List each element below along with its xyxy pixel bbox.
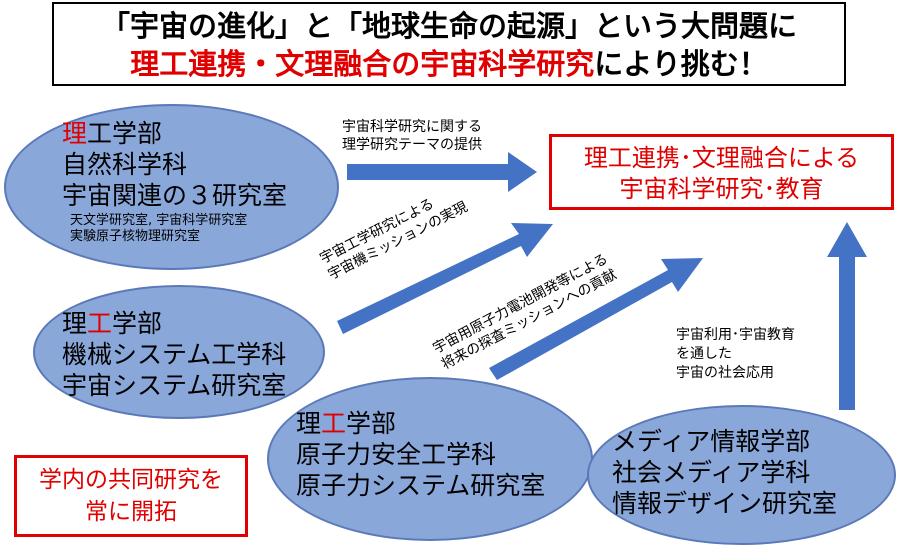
node-nuclear-dept-highlight: 工 [321,409,347,438]
label-media-arrow: 宇宙利用･宇宙教育 を通した 宇宙の社会応用 [676,326,795,383]
node-science-labs2: 実験原子核物理研究室 [70,229,201,244]
node-nuclear-dept3: 原子力システム研究室 [296,471,546,500]
label-media-line2: を通した [676,346,732,362]
node-media-dept2: 社会メディア学科 [612,458,811,487]
node-nuclear-text: 理工学部 原子力安全工学科 原子力システム研究室 [296,408,545,501]
node-science-text: 理工学部 自然科学科 宇宙関連の３研究室 天文学研究室, 宇宙科学研究室 実験原… [62,118,287,245]
goal-line1: 理工連携･文理融合による [583,144,860,172]
arrow-nuclear-to-goal [489,258,703,380]
node-science-labs1: 天文学研究室, 宇宙科学研究室 [70,213,248,228]
title-box: 「宇宙の進化」と「地球生命の起源」という大問題に 理工連携・文理融合の宇宙科学研… [52,2,846,86]
collab-line1: 学内の共同研究を [39,467,223,493]
node-media-dept1: メディア情報学部 [612,427,811,456]
node-nuclear-ellipse [267,377,593,541]
node-mech-dept-highlight: 工 [87,309,113,338]
node-media-ellipse [587,405,896,545]
label-science-line1: 宇宙科学研究に関する [342,119,482,135]
label-media-line3: 宇宙の社会応用 [676,365,774,381]
node-mech-dept-b: 学部 [112,309,163,338]
node-mech-dept1: 理工学部 [62,308,286,339]
title-line2-tail: により挑む！ [594,47,768,81]
node-science-dept1: 理工学部 [62,118,287,149]
node-media-text: メディア情報学部 社会メディア学科 情報デザイン研究室 [612,426,837,519]
label-science-arrow: 宇宙科学研究に関する 理学研究テーマの提供 [342,118,482,154]
label-science-line2: 理学研究テーマの提供 [342,137,482,153]
node-nuclear-dept-b: 学部 [346,409,397,438]
arrow-media-to-goal [827,222,867,410]
node-science-dept2: 自然科学科 [62,150,188,179]
node-mech-dept3: 宇宙システム研究室 [62,371,287,400]
arrow-science-to-goal [347,152,537,192]
node-nuclear-dept-a: 理 [296,409,322,438]
node-science-dept-highlight: 理 [62,119,88,148]
goal-box: 理工連携･文理融合による 宇宙科学研究･教育 [549,134,894,210]
label-media-line1: 宇宙利用･宇宙教育 [676,327,795,343]
node-science-dept-rest: 工学部 [87,119,163,148]
collab-box: 学内の共同研究を 常に開拓 [14,455,248,537]
title-line2-highlight: 理工連携・文理融合の宇宙科学研究 [130,47,595,81]
title-line1: 「宇宙の進化」と「地球生命の起源」という大問題に [100,9,797,43]
collab-line2: 常に開拓 [85,499,177,525]
node-nuclear-dept2: 原子力安全工学科 [296,440,497,469]
node-mech-dept-a: 理 [62,309,88,338]
node-mech-dept2: 機械システム工学科 [62,340,287,369]
node-nuclear-dept1: 理工学部 [296,408,545,439]
goal-line2: 宇宙科学研究･教育 [619,175,824,203]
node-science-ellipse [4,104,339,270]
node-science-dept3: 宇宙関連の３研究室 [62,181,288,210]
node-mech-text: 理工学部 機械システム工学科 宇宙システム研究室 [62,308,286,401]
title-line2: 理工連携・文理融合の宇宙科学研究により挑む！ [54,45,844,83]
node-mech-ellipse [33,285,325,419]
node-media-dept3: 情報デザイン研究室 [612,489,838,518]
arrow-mech-to-goal [337,223,553,334]
